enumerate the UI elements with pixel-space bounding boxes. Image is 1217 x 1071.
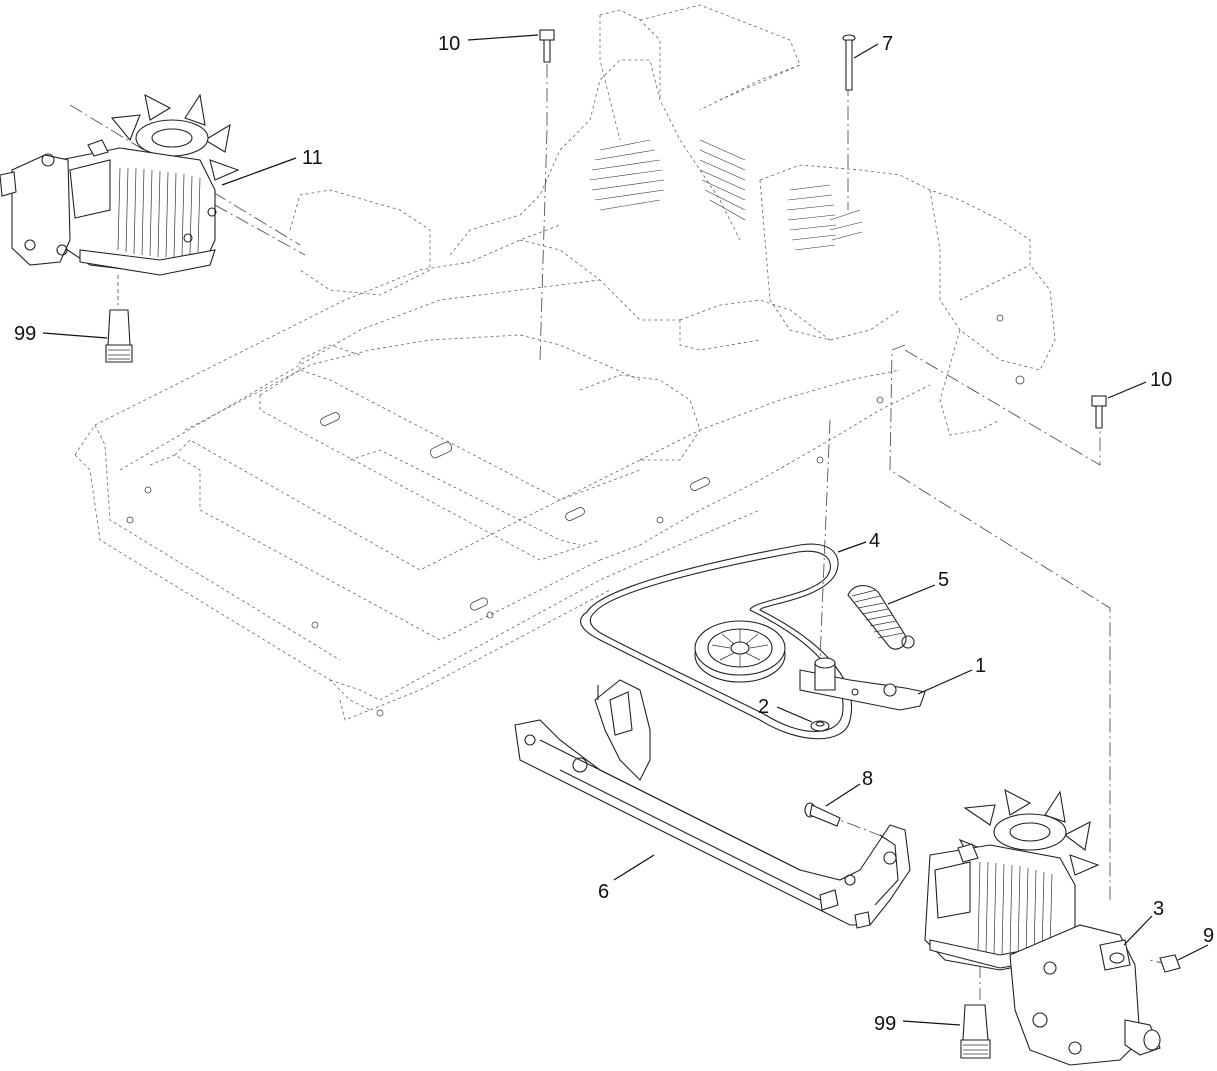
callout-10-right: 10 (1150, 369, 1172, 391)
idler-pulley-assembly (694, 620, 926, 711)
bolt-8 (804, 802, 841, 827)
oil-filter-left (105, 275, 133, 363)
callout-8: 8 (862, 768, 873, 790)
callout-10-top: 10 (438, 33, 460, 55)
callout-6: 6 (598, 881, 609, 903)
bolt-10-right (1091, 395, 1107, 429)
oil-filter-right (960, 1004, 991, 1059)
callout-5: 5 (938, 569, 949, 591)
pump-mount-bracket (514, 679, 911, 929)
tension-spring (847, 585, 915, 650)
hydro-transaxle-right (924, 788, 1181, 1066)
callout-99-top: 99 (14, 323, 36, 345)
nut-2 (810, 720, 830, 732)
callout-11: 11 (302, 147, 323, 169)
hydro-transaxle-left (0, 93, 240, 276)
callout-7: 7 (882, 33, 893, 55)
bolt-10-top (539, 29, 555, 63)
callout-group: 10 7 11 99 10 4 5 1 2 8 6 3 9 (14, 33, 1214, 1035)
callout-1: 1 (975, 655, 986, 677)
callout-4: 4 (869, 530, 880, 552)
mower-frame-phantom (74, 4, 1056, 721)
callout-99-bottom: 99 (874, 1013, 896, 1035)
callout-9: 9 (1203, 925, 1214, 947)
bolt-7 (842, 34, 856, 91)
callout-2: 2 (758, 696, 769, 718)
callout-3: 3 (1153, 898, 1164, 920)
